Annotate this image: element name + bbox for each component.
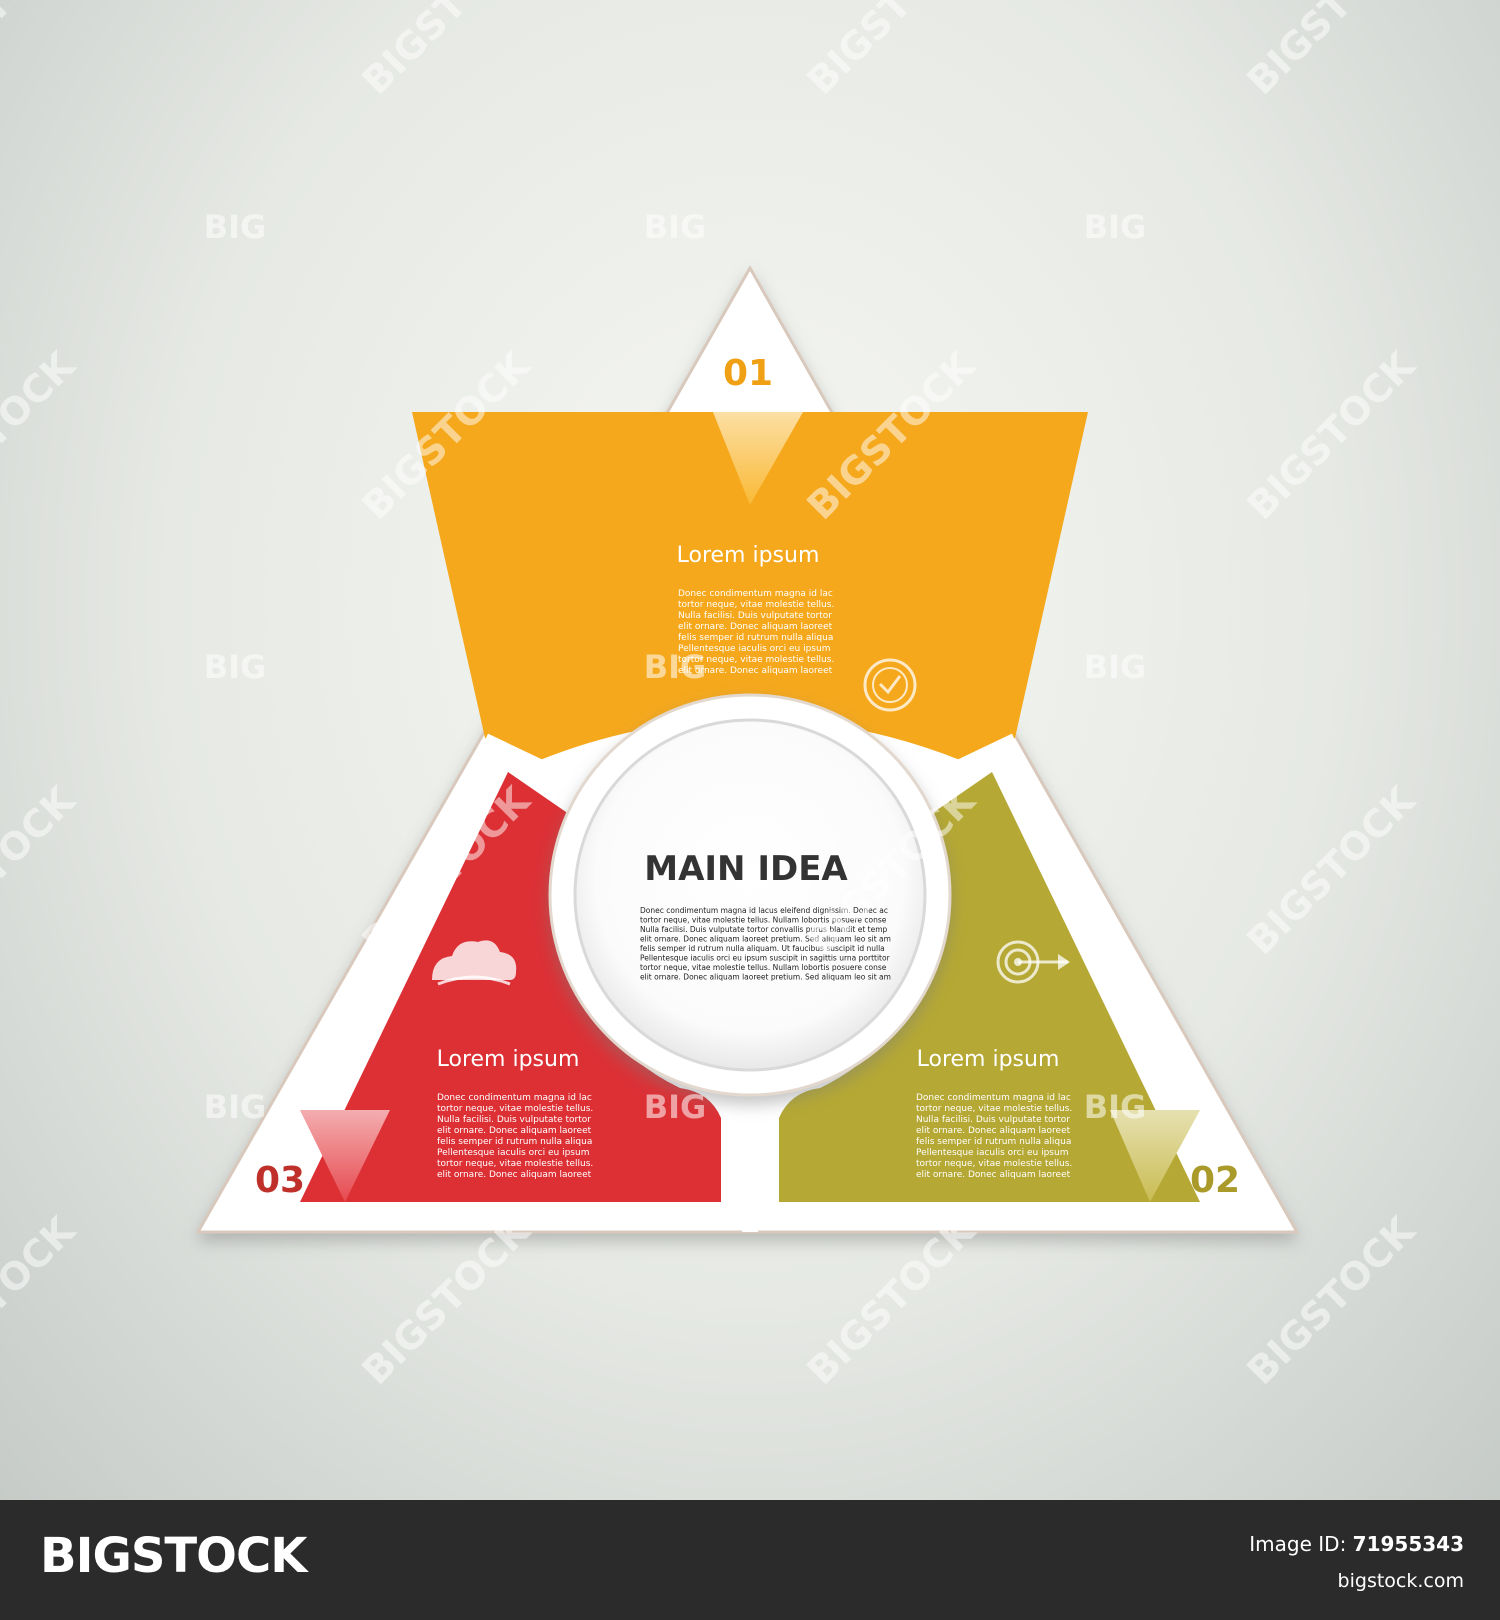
watermark-bigstock: BIGSTOCK [0, 0, 84, 103]
watermark-big: BIG [644, 1088, 707, 1126]
watermark-big: BIG [644, 208, 707, 246]
segment-01-number: 01 [723, 353, 773, 394]
seg3-body-line: Donec condimentum magna id lac [437, 1093, 592, 1103]
seg3-body-line: tortor neque, vitae molestie tellus. [437, 1104, 593, 1114]
center-circle [573, 718, 927, 1072]
seg1-body-line: elit ornare. Donec aliquam laoreet [678, 666, 833, 676]
center-body-line: felis semper id rutrum nulla aliquam. Ut… [640, 944, 885, 953]
seg1-body-line: Donec condimentum magna id lac [678, 589, 833, 599]
footer-url: bigstock.com [1337, 1570, 1464, 1592]
image-id-value: 71955343 [1352, 1532, 1464, 1556]
seg1-body-line: tortor neque, vitae molestie tellus. [678, 655, 834, 665]
seg1-body-line: Pellentesque iaculis orci eu ipsum [678, 644, 830, 654]
segment-02-shape [779, 772, 1200, 1202]
watermark-bigstock: BIGSTOCK [798, 1207, 984, 1393]
watermark-big: BIG [1084, 208, 1147, 246]
center-body-line: tortor neque, vitae molestie tellus. Nul… [640, 963, 887, 972]
segment-01-title: Lorem ipsum [677, 543, 820, 568]
seg2-body-line: tortor neque, vitae molestie tellus. [916, 1159, 1072, 1169]
seg3-body-line: elit ornare. Donec aliquam laoreet [437, 1170, 592, 1180]
watermark-bigstock: BIGSTOCK [1238, 0, 1424, 103]
seg2-body-line: felis semper id rutrum nulla aliqua [916, 1137, 1071, 1147]
seg1-body-line: elit ornare. Donec aliquam laoreet [678, 622, 833, 632]
segment-02-title: Lorem ipsum [917, 1047, 1060, 1072]
watermark-bigstock: BIGSTOCK [1238, 777, 1424, 963]
center-title: MAIN IDEA [644, 849, 848, 889]
center-body: Donec condimentum magna id lacus eleifen… [640, 906, 891, 982]
center-body-line: elit ornare. Donec aliquam laoreet preti… [640, 973, 891, 982]
seg3-body-line: elit ornare. Donec aliquam laoreet [437, 1126, 592, 1136]
watermark-bigstock: BIGSTOCK [0, 342, 84, 528]
watermark-big: BIG [1084, 648, 1147, 686]
divider-right [906, 733, 1019, 797]
watermark-bigstock: BIGSTOCK [353, 0, 539, 103]
triangle-diagram: 01 02 03 Lorem ipsum Lorem ipsum Lorem i… [0, 0, 1424, 1393]
image-id-label: Image ID: [1249, 1532, 1347, 1556]
seg2-body-line: Pellentesque iaculis orci eu ipsum [916, 1148, 1068, 1158]
diagram-canvas: 01 02 03 Lorem ipsum Lorem ipsum Lorem i… [0, 0, 1500, 1500]
tab-03-shine [300, 1110, 390, 1202]
segment-01[interactable] [412, 412, 1088, 760]
seg1-body-line: tortor neque, vitae molestie tellus. [678, 600, 834, 610]
target-icon [996, 940, 1070, 984]
seg3-body-line: Pellentesque iaculis orci eu ipsum [437, 1148, 589, 1158]
segment-02-number: 02 [1190, 1160, 1240, 1201]
seg1-body-line: felis semper id rutrum nulla aliqua [678, 633, 833, 643]
segment-03[interactable] [300, 772, 721, 1202]
watermark-big: BIG [644, 648, 707, 686]
seg2-body-line: Donec condimentum magna id lac [916, 1093, 1071, 1103]
watermark-bigstock: BIGSTOCK [353, 1207, 539, 1393]
seg3-body-line: felis semper id rutrum nulla aliqua [437, 1137, 592, 1147]
seg2-body-line: elit ornare. Donec aliquam laoreet [916, 1170, 1071, 1180]
seg3-body-line: tortor neque, vitae molestie tellus. [437, 1159, 593, 1169]
divider-left [481, 733, 594, 797]
watermark-big: BIG [204, 208, 267, 246]
segment-03-number: 03 [255, 1160, 305, 1201]
watermark-big: BIG [204, 648, 267, 686]
footer-bar: BIGSTOCK Image ID: 71955343 bigstock.com [0, 1500, 1500, 1620]
seg3-body-line: Nulla facilisi. Duis vulputate tortor [437, 1115, 591, 1125]
watermark-bigstock: BIGSTOCK [0, 1207, 84, 1393]
seg1-body-line: Nulla facilisi. Duis vulputate tortor [678, 611, 832, 621]
center-body-line: tortor neque, vitae molestie tellus. Nul… [640, 916, 887, 925]
watermark-bigstock: BIGSTOCK [798, 0, 984, 103]
watermark-bigstock: BIGSTOCK [1238, 1207, 1424, 1393]
center-body-line: Donec condimentum magna id lacus eleifen… [640, 906, 888, 915]
clock-icon [863, 658, 917, 712]
center-body-line: Nulla facilisi. Duis vulputate tortor co… [640, 925, 888, 934]
center-body-line: Pellentesque iaculis orci eu ipsum susci… [640, 954, 891, 963]
footer-logo: BIGSTOCK [40, 1528, 307, 1584]
seg2-body-line: Nulla facilisi. Duis vulputate tortor [916, 1115, 1070, 1125]
seg2-body-line: elit ornare. Donec aliquam laoreet [916, 1126, 1071, 1136]
watermark-big: BIG [1084, 1088, 1147, 1126]
footer-image-id: Image ID: 71955343 [1249, 1532, 1464, 1556]
cloud-icon [432, 940, 517, 986]
watermark-bigstock: BIGSTOCK [1238, 342, 1424, 528]
watermark-big: BIG [204, 1088, 267, 1126]
segment-03-shape [300, 772, 721, 1202]
segment-01-shape [412, 412, 1088, 760]
tab-01-shine [713, 412, 803, 505]
center-body-line: elit ornare. Donec aliquam laoreet preti… [640, 935, 891, 944]
tab-02-shine [1110, 1110, 1200, 1202]
segment-03-title: Lorem ipsum [437, 1047, 580, 1072]
segment-02[interactable] [779, 772, 1200, 1202]
watermark-bigstock: BIGSTOCK [0, 777, 84, 963]
seg2-body-line: tortor neque, vitae molestie tellus. [916, 1104, 1072, 1114]
